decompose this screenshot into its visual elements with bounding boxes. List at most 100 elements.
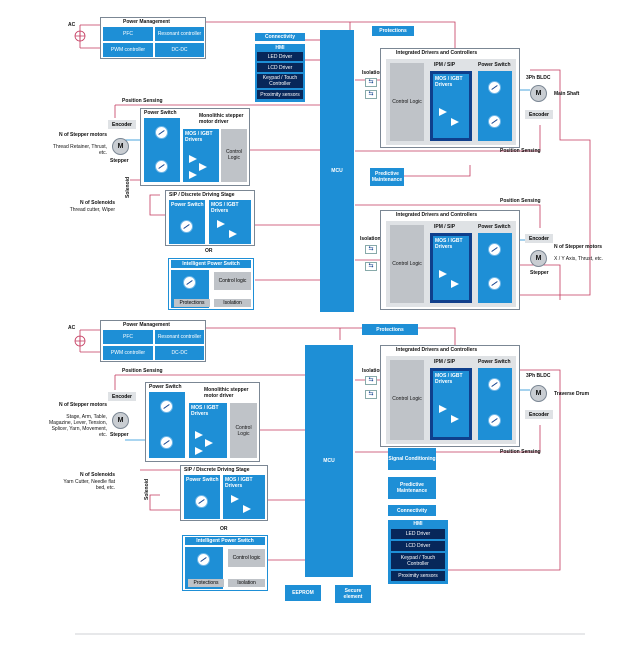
transistor-icon <box>180 220 193 233</box>
idc2-control-logic: Control Logic <box>390 225 424 303</box>
n-stepper-label: N of Stepper motors <box>58 132 107 138</box>
idc2-mos-label: MOS / IGBT Drivers <box>435 238 463 250</box>
stepper-mos-drivers: MOS / IGBT Drivers <box>189 403 227 458</box>
idc2-mos-inner: MOS / IGBT Drivers <box>433 236 469 300</box>
stepper-label: Stepper <box>110 158 129 164</box>
n-stepper-desc: Thread Retainer, Thrust, etc. <box>52 144 107 156</box>
protections-box-bottom: Protections <box>362 324 418 335</box>
eeprom-box: EEPROM <box>285 585 321 601</box>
n-solenoids-label: N of Solenoids <box>80 200 115 206</box>
sip-title: SIP / Discrete Driving Stage <box>169 192 235 198</box>
transistor-icon <box>488 277 501 290</box>
sip-mos-label: MOS / IGBT Drivers <box>225 477 253 489</box>
sip-block: SIP / Discrete Driving Stage Power Switc… <box>165 190 255 246</box>
stepper-motor-right-icon: M <box>530 250 547 267</box>
signal-conditioning-box: Signal Conditioning <box>388 448 436 470</box>
encoder-box: Encoder <box>108 120 136 129</box>
idc2-power-switch <box>478 233 512 303</box>
driver-icon <box>451 118 459 126</box>
idc1-inner: Control Logic IPM / SIP Power Switch MOS… <box>386 59 516 145</box>
stepper-motor-icon: M <box>112 138 129 155</box>
idc2-mos-drivers: MOS / IGBT Drivers <box>430 233 472 303</box>
bldc-label: 3Ph BLDC <box>526 75 551 81</box>
encoder-right-box-bottom: Encoder <box>525 410 553 419</box>
transistor-icon <box>197 553 210 566</box>
dcdc-box: DC-DC <box>155 346 204 360</box>
driver-icon <box>217 220 225 228</box>
resonant-box: Resonant controller <box>155 330 204 344</box>
hmi-block-bottom: HMI LED Driver LCD Driver Keypad / Touch… <box>388 520 448 584</box>
stepper-power-switch-label: Power Switch <box>149 384 182 390</box>
traverse-label: Traverse Drum <box>554 391 590 397</box>
bldc-motor-icon-bottom: M <box>530 385 547 402</box>
power-management-block: Power Management PFC Resonant controller… <box>100 17 206 59</box>
isolation-icon: ⇆ <box>365 376 377 385</box>
main-shaft-label: Main Shaft <box>554 91 580 97</box>
isolation-label-bottom: Isolation <box>362 368 383 374</box>
idc-block-2: Integrated Drivers and Controllers Contr… <box>380 210 520 310</box>
ac-label: AC <box>68 22 76 28</box>
idc2-ipm-label: IPM / SIP <box>434 224 456 230</box>
pwm-box: PWM controller <box>103 43 153 57</box>
ips-block-bottom: Intelligent Power Switch Control logic P… <box>182 535 268 591</box>
transistor-icon <box>488 414 501 427</box>
position-sensing-label: Position Sensing <box>122 98 163 104</box>
stepper-control-label: Control Logic <box>225 149 243 161</box>
sip-title: SIP / Discrete Driving Stage <box>184 467 250 473</box>
idc1-mos-inner: MOS / IGBT Drivers <box>433 74 469 138</box>
ips-title: Intelligent Power Switch <box>185 537 265 545</box>
idc2-power-label: Power Switch <box>478 224 511 230</box>
driver-icon <box>195 447 203 455</box>
connectivity-box-bottom: Connectivity <box>388 505 436 516</box>
idc-control-label: Control Logic <box>392 396 422 402</box>
driver-icon <box>451 415 459 423</box>
solenoids-desc: Thread cutter, Wiper <box>69 207 115 213</box>
stepper-mos-drivers: MOS / IGBT Drivers <box>183 129 219 182</box>
transistor-icon <box>160 436 173 449</box>
sip-mos-drivers: MOS / IGBT Drivers <box>209 200 251 244</box>
sip-block-bottom: SIP / Discrete Driving Stage Power Switc… <box>180 465 268 521</box>
stepper-driver-title: Monolithic stepper motor driver <box>204 387 249 399</box>
transistor-icon <box>160 400 173 413</box>
stepper-driver-block: Power Switch Monolithic stepper motor dr… <box>140 108 250 186</box>
idc-title: Integrated Drivers and Controllers <box>396 347 478 353</box>
ips-control: Control logic <box>228 549 265 567</box>
encoder-right-2-box: Encoder <box>525 234 553 243</box>
stepper-right-label: Stepper <box>530 270 549 276</box>
ips-isolation: Isolation <box>214 299 251 307</box>
isolation-label: Isolation <box>362 70 383 76</box>
power-management-title: Power Management <box>123 19 170 25</box>
position-sensing-right-2: Position Sensing <box>500 198 541 204</box>
sip-mos-label: MOS / IGBT Drivers <box>211 202 239 214</box>
hmi-item: Keypad / Touch Controller <box>257 74 303 88</box>
driver-icon <box>439 405 447 413</box>
driver-icon <box>231 495 239 503</box>
idc-control-logic: Control Logic <box>390 360 424 440</box>
stepper-power-switch <box>144 118 180 182</box>
isolation-label-2: Isolation <box>360 236 381 242</box>
idc1-mos-drivers: MOS / IGBT Drivers <box>430 71 472 141</box>
or-label-bottom: OR <box>220 526 228 532</box>
position-sensing-right-bottom: Position Sensing <box>500 449 541 455</box>
idc1-control-label: Control Logic <box>392 99 422 105</box>
stepper-control-logic: Control Logic <box>230 403 257 458</box>
idc1-mos-label: MOS / IGBT Drivers <box>435 76 463 88</box>
n-stepper-right-label: N of Stepper motors <box>554 244 603 250</box>
idc1-power-switch <box>478 71 512 141</box>
ips-protections: Protections <box>174 299 210 307</box>
n-solenoids-label-bottom: N of Solenoids <box>80 472 115 478</box>
n-stepper-desc-bottom: Stage, Arm, Table, Magazine, Lever, Tens… <box>48 414 107 438</box>
idc2-control-label: Control Logic <box>392 261 422 267</box>
driver-icon <box>439 270 447 278</box>
connectivity-box: Connectivity <box>255 33 305 41</box>
predictive-box: Predictive Maintenance <box>370 168 404 186</box>
transistor-icon <box>488 81 501 94</box>
transistor-icon <box>155 126 168 139</box>
idc-inner: Control Logic IPM / SIP Power Switch MOS… <box>386 356 516 444</box>
idc-mos-drivers: MOS / IGBT Drivers <box>430 368 472 440</box>
ips-title: Intelligent Power Switch <box>171 260 251 268</box>
idc1-power-label: Power Switch <box>478 62 511 68</box>
transistor-icon <box>155 160 168 173</box>
transistor-icon <box>195 495 208 508</box>
